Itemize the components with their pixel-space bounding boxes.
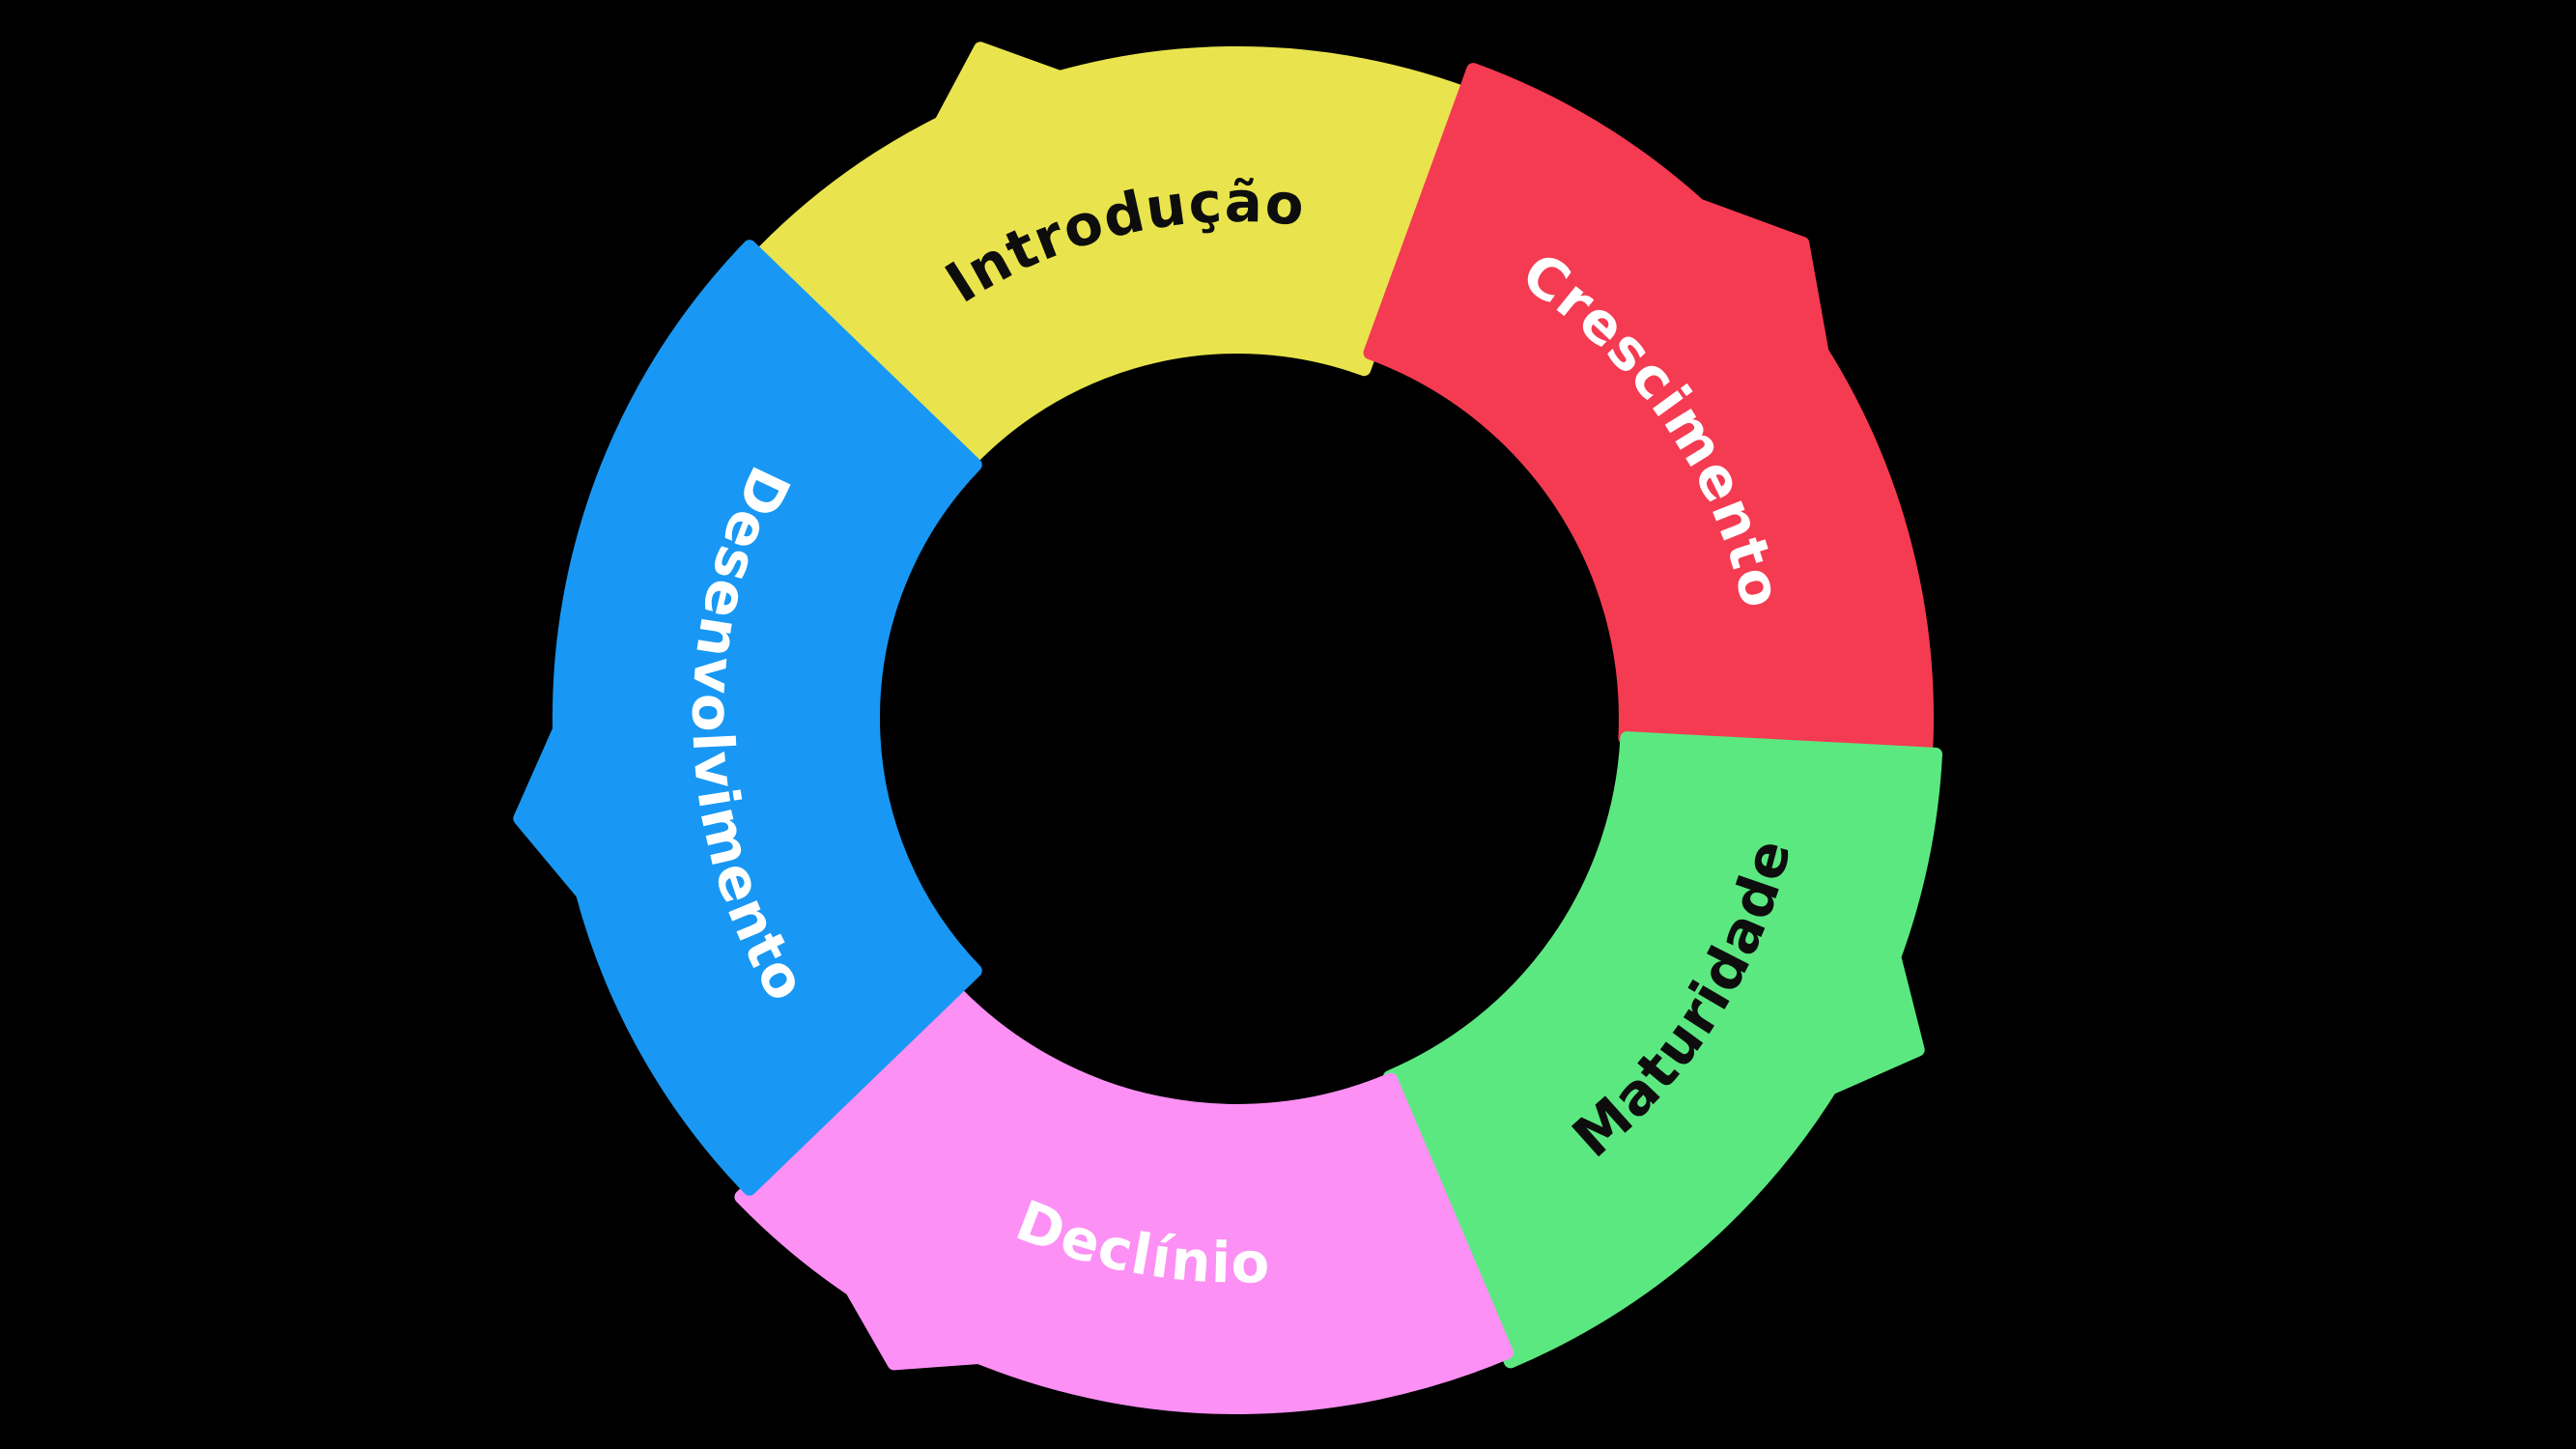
segment-arc-crescimento bbox=[1363, 63, 1934, 761]
segment-arc-declinio bbox=[734, 983, 1514, 1414]
segment-arc-introducao bbox=[752, 42, 1472, 468]
segment-arc-desenvolvimento bbox=[513, 240, 982, 1196]
segment-arc-maturidade bbox=[1382, 731, 1942, 1369]
